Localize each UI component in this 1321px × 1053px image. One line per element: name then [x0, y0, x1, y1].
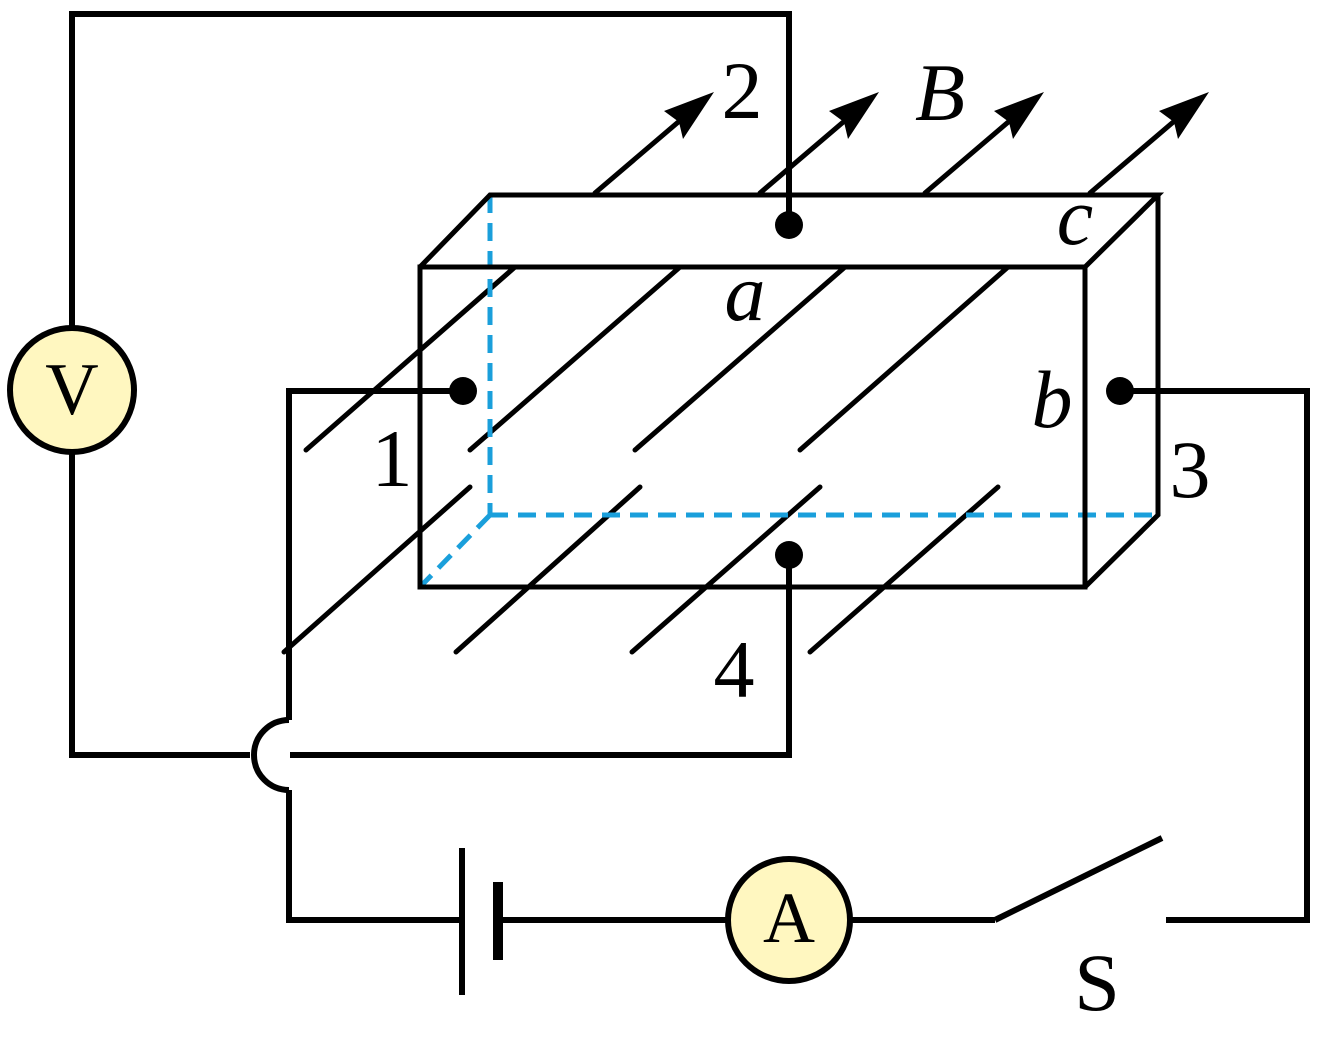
voltmeter-label: V: [45, 349, 98, 431]
wire-switch-to-terminal-3: [1120, 388, 1310, 923]
dimension-b-label: b: [1032, 354, 1073, 445]
labels: 2 B c a b 1 3 4 S: [372, 45, 1211, 1028]
terminal-2-dot: [775, 211, 803, 239]
wire-crossover-hop: [251, 717, 290, 793]
ammeter: A: [725, 856, 853, 984]
switch-blade: [993, 835, 1164, 923]
terminal-1-label: 1: [372, 413, 413, 504]
dimension-c-label: c: [1057, 171, 1093, 262]
terminal-3-label: 3: [1170, 424, 1211, 515]
voltmeter-body: [7, 325, 137, 455]
circuit-wires: [69, 11, 1310, 923]
field-arrow: [592, 92, 714, 196]
battery: [459, 848, 503, 995]
terminal-4-label: 4: [714, 624, 755, 715]
wire-to-battery: [286, 790, 462, 923]
wire-terminal-2-to-voltmeter: [69, 11, 792, 327]
block-front-face: [417, 264, 1088, 590]
terminal-3-dot: [1106, 377, 1134, 405]
wire-terminal-1-left: [286, 388, 463, 720]
field-arrow: [1087, 92, 1209, 196]
terminal-2-label: 2: [722, 45, 763, 136]
terminals: [449, 211, 1134, 569]
voltmeter: V: [7, 325, 137, 455]
switch-label: S: [1074, 937, 1120, 1028]
block-hidden-edges: [418, 195, 1158, 589]
terminal-4-dot: [775, 541, 803, 569]
field-arrow: [922, 92, 1044, 196]
conductor-block: [417, 192, 1165, 590]
field-arrow: [757, 92, 879, 196]
block-side-face: [1083, 195, 1161, 589]
wire-voltmeter-bottom: [69, 453, 250, 758]
block-top-face: [418, 192, 1165, 269]
terminal-1-dot: [449, 377, 477, 405]
field-label-B: B: [915, 47, 965, 138]
wire-to-terminal-4: [290, 555, 792, 758]
ammeter-body: [725, 856, 853, 984]
ammeter-label: A: [763, 878, 815, 958]
dimension-a-label: a: [725, 247, 766, 338]
